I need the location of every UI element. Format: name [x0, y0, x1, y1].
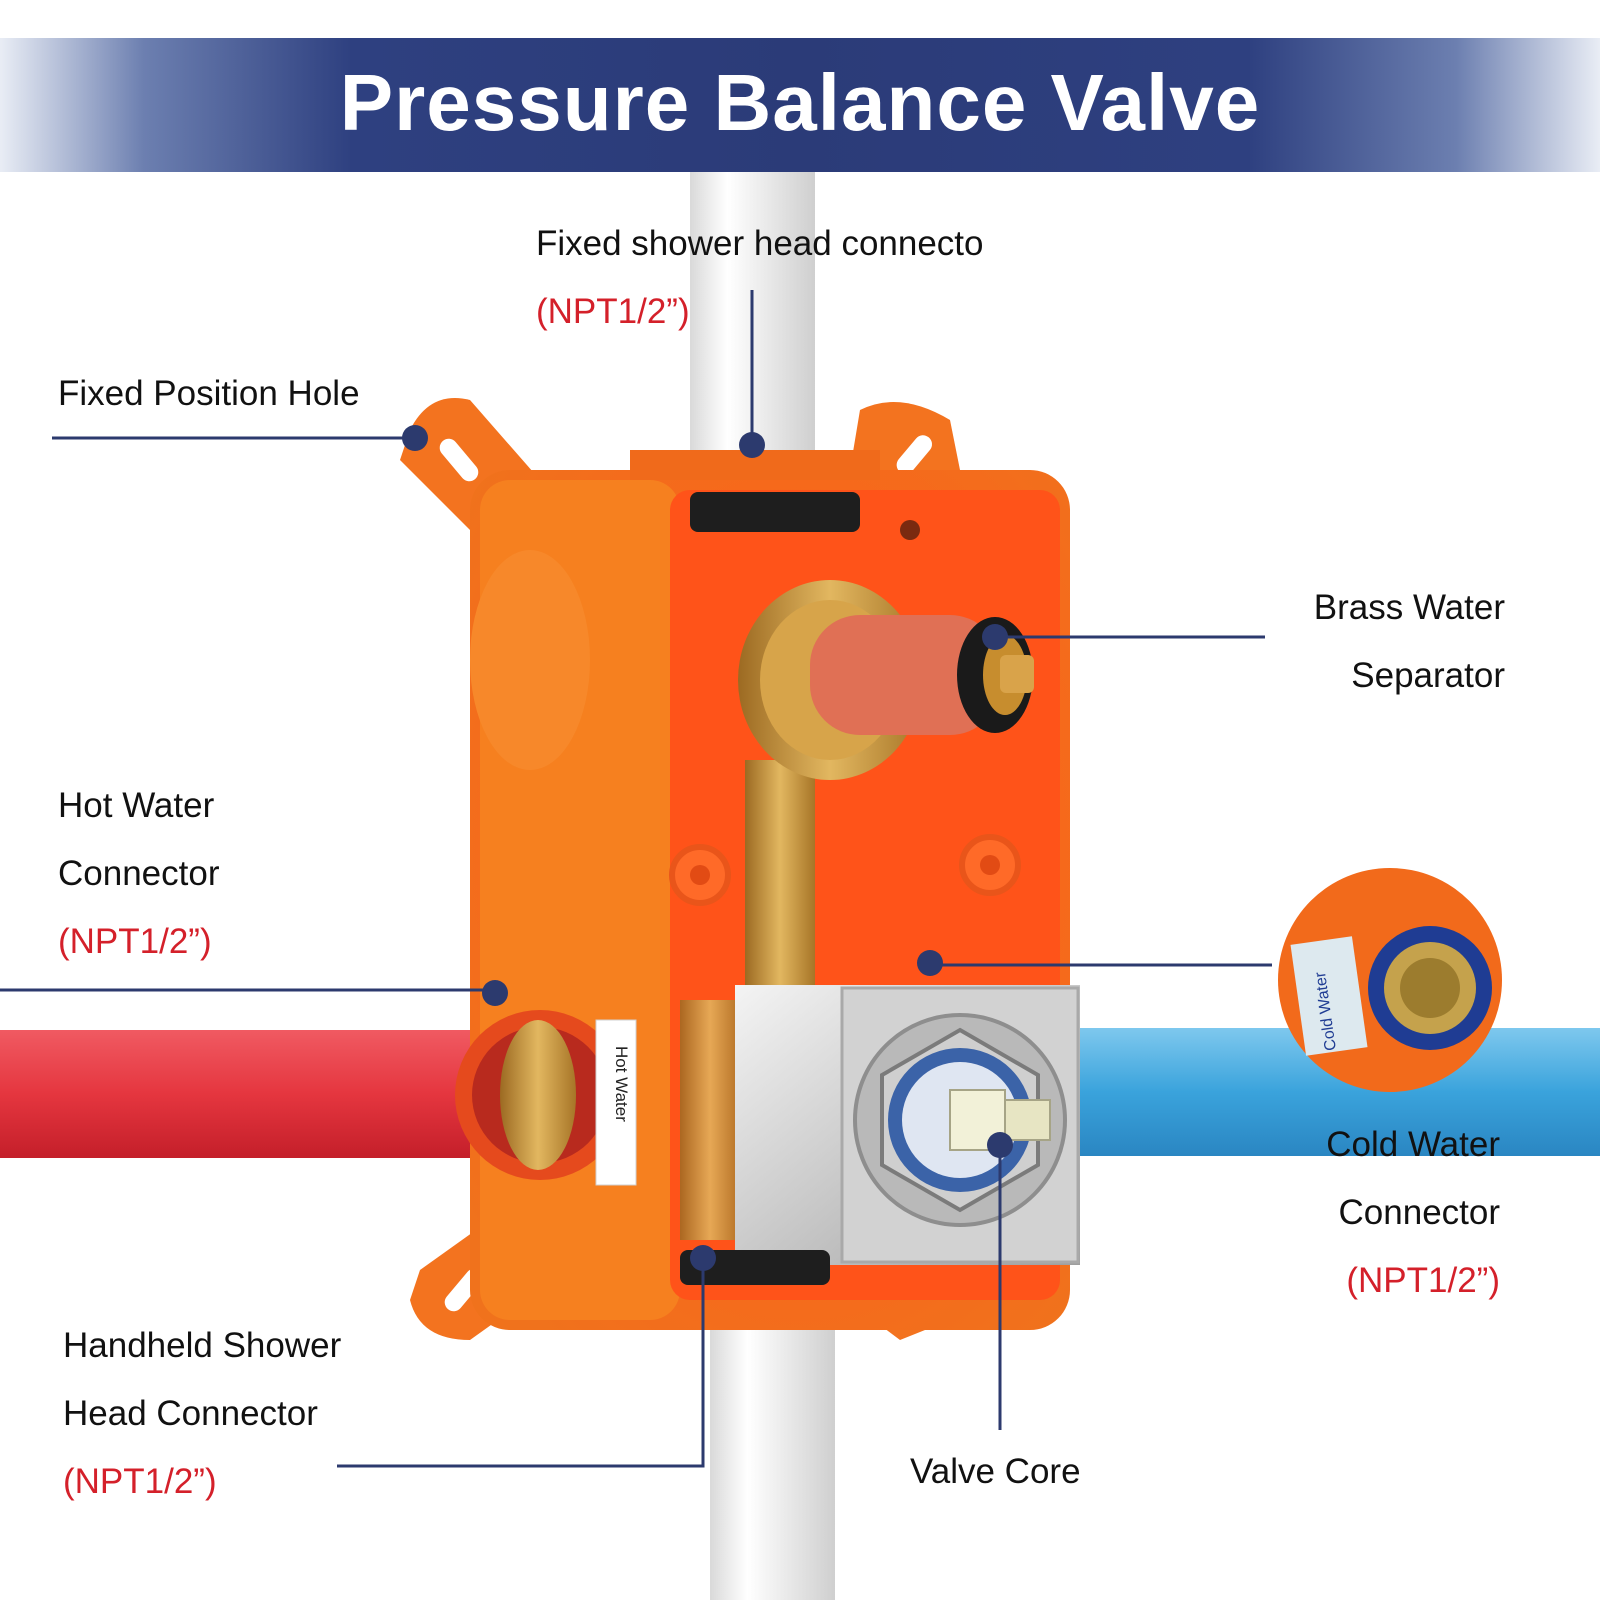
leader-dots — [402, 425, 1013, 1271]
label-brass-line2: Separator — [1351, 656, 1505, 695]
label-cold-spec: (NPT1/2”) — [1346, 1261, 1500, 1300]
leader-lines — [0, 290, 1272, 1468]
brass-water-separator — [810, 615, 1000, 735]
label-brass-line1: Brass Water — [1313, 588, 1505, 627]
label-fixed-shower-spec: (NPT1/2”) — [536, 292, 690, 331]
label-valve-core: Valve Core — [910, 1452, 1081, 1491]
label-hot-line2: Connector — [58, 854, 220, 893]
bottom-pipe — [710, 1290, 835, 1600]
label-cold-line2: Connector — [1338, 1193, 1500, 1232]
cold-connector-inset: Cold Water — [1278, 868, 1502, 1092]
brass-body — [745, 760, 815, 990]
label-handheld-line1: Handheld Shower — [63, 1326, 342, 1365]
label-handheld-spec: (NPT1/2”) — [63, 1462, 217, 1501]
label-fixed-shower: Fixed shower head connecto — [536, 224, 984, 263]
page-title: Pressure Balance Valve — [339, 58, 1261, 147]
label-cold-line1: Cold Water — [1326, 1125, 1500, 1164]
title-banner — [0, 38, 1600, 172]
label-hot-spec: (NPT1/2”) — [58, 922, 212, 961]
hot-water-marking: Hot Water — [612, 1046, 631, 1122]
label-handheld-line2: Head Connector — [63, 1394, 318, 1433]
label-fixed-position-hole: Fixed Position Hole — [58, 374, 360, 413]
label-hot-line1: Hot Water — [58, 786, 215, 825]
